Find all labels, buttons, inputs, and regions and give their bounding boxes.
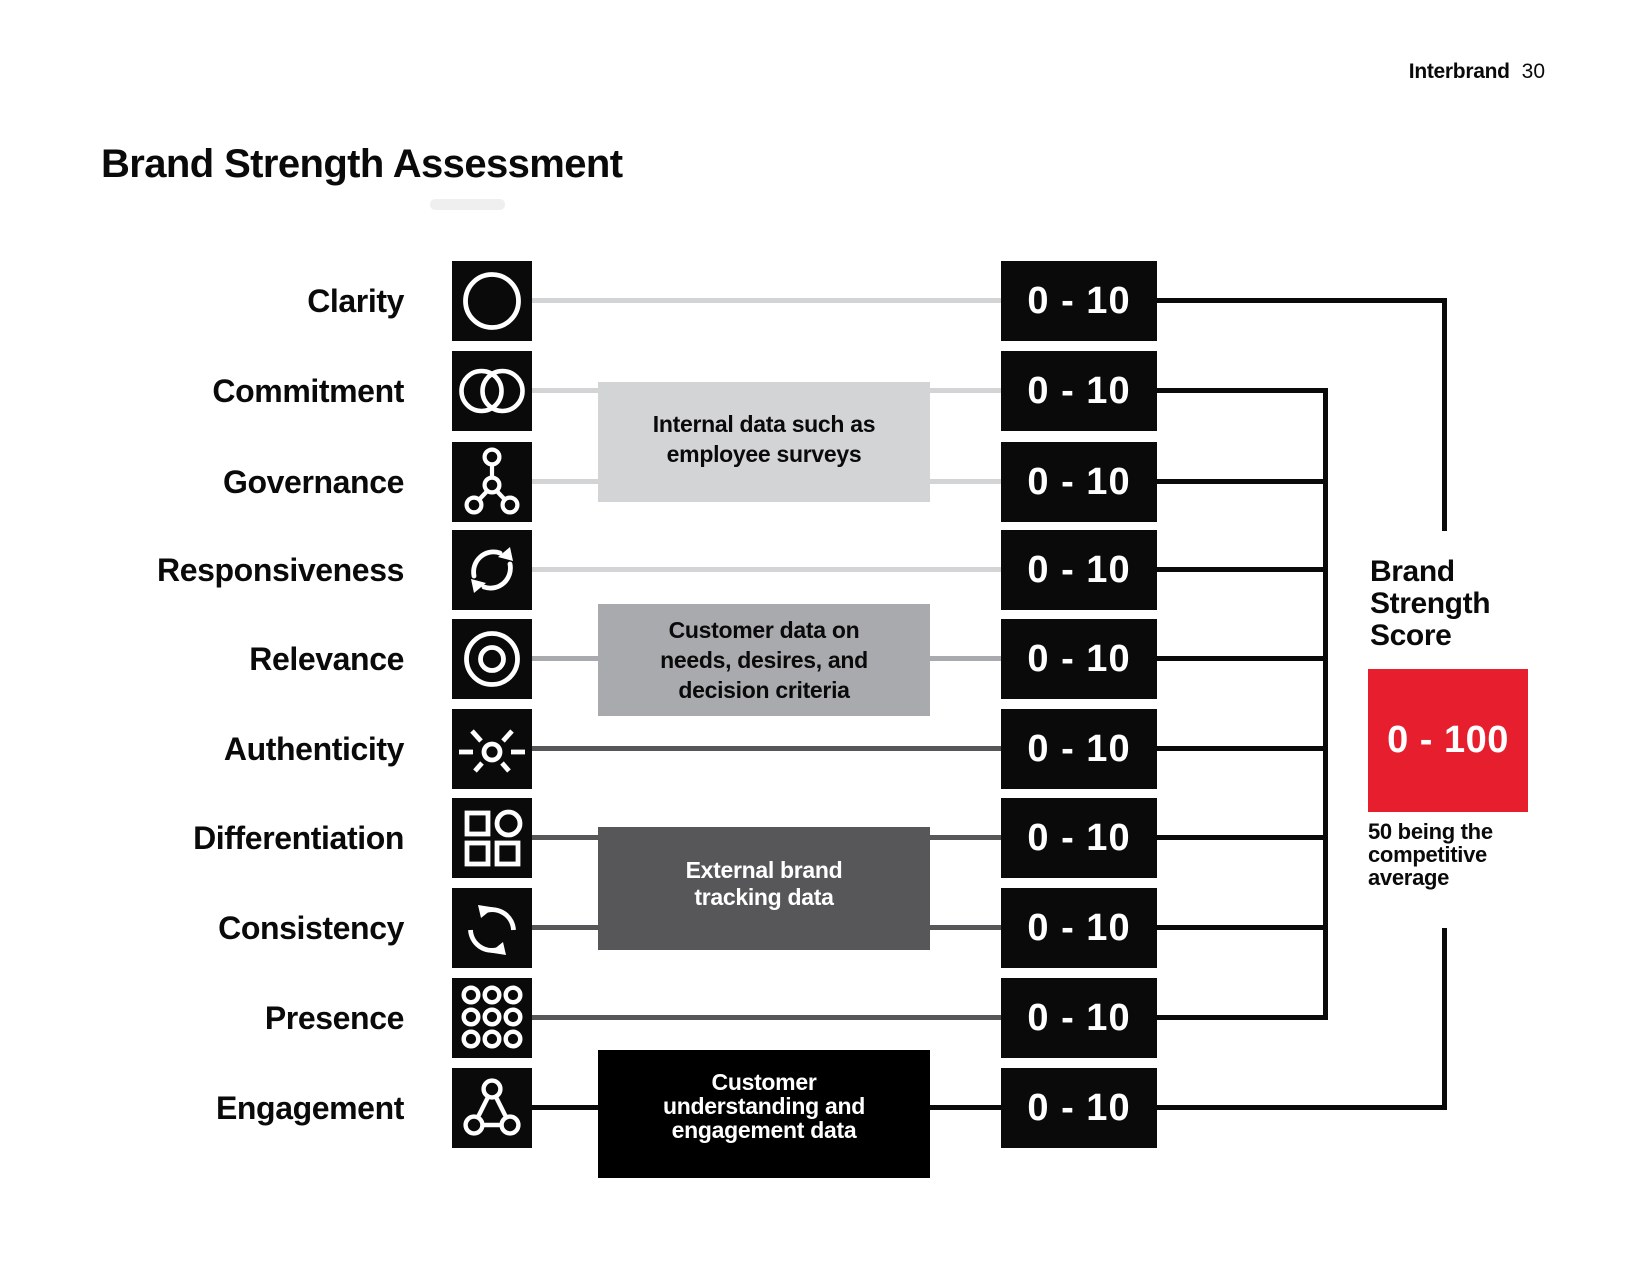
- stub-responsiveness: [1157, 567, 1328, 572]
- icon-tile-responsiveness: [452, 530, 532, 610]
- data-source-external: External brand tracking data: [598, 827, 930, 950]
- overlapping-circles-icon: [459, 368, 525, 414]
- cycle-arrows-icon: [471, 547, 513, 593]
- icon-tile-governance: [452, 442, 532, 522]
- icon-tile-differentiation: [452, 798, 532, 878]
- total-score-range: 0 - 100: [1387, 719, 1509, 761]
- circle-icon: [463, 272, 521, 330]
- row-label-governance: Governance: [223, 464, 404, 500]
- data-source-line: Internal data such as: [652, 411, 876, 437]
- brand-strength-score-title: Brand Strength Score: [1370, 555, 1491, 652]
- score-range: 0 - 10: [1027, 906, 1131, 949]
- score-range: 0 - 10: [1027, 460, 1131, 503]
- score-range: 0 - 10: [1027, 637, 1131, 680]
- connector-responsiveness: [530, 567, 1001, 572]
- score-range: 0 - 10: [1027, 1086, 1131, 1129]
- icon-tile-commitment: [452, 351, 532, 431]
- data-source-line: engagement data: [671, 1117, 857, 1143]
- title-underline-artifact: [430, 199, 505, 210]
- collector-line-bottom-right: [1442, 928, 1447, 1110]
- icon-tile-presence: [452, 978, 532, 1058]
- target-icon: [464, 631, 520, 687]
- data-source-line: understanding and: [663, 1093, 865, 1119]
- stub-commitment: [1157, 388, 1328, 393]
- data-source-line: tracking data: [694, 883, 834, 910]
- stub-governance: [1157, 479, 1328, 484]
- score-box-consistency: 0 - 10: [1001, 888, 1157, 968]
- score-box-governance: 0 - 10: [1001, 442, 1157, 522]
- brand-logo-text: Interbrand: [1408, 60, 1510, 83]
- row-label-differentiation: Differentiation: [193, 820, 404, 856]
- data-source-line: decision criteria: [678, 677, 850, 703]
- shapes-grid-icon: [464, 809, 523, 867]
- row-label-clarity: Clarity: [307, 283, 404, 319]
- data-source-line: needs, desires, and: [660, 647, 868, 673]
- title-line: Brand: [1370, 555, 1455, 588]
- note-line: average: [1368, 865, 1450, 890]
- data-source-customer: Customer data on needs, desires, and dec…: [598, 604, 930, 716]
- score-box-relevance: 0 - 10: [1001, 619, 1157, 699]
- score-box-differentiation: 0 - 10: [1001, 798, 1157, 878]
- stub-presence: [1157, 1015, 1328, 1020]
- data-source-line: Customer data on: [668, 617, 860, 643]
- row-label-relevance: Relevance: [249, 641, 404, 677]
- score-box-commitment: 0 - 10: [1001, 351, 1157, 431]
- row-label-consistency: Consistency: [218, 910, 404, 946]
- collector-line-middle: [1323, 388, 1328, 1020]
- score-box-responsiveness: 0 - 10: [1001, 530, 1157, 610]
- stub-clarity: [1157, 298, 1447, 303]
- icon-tile-consistency: [452, 888, 532, 968]
- score-range: 0 - 10: [1027, 548, 1131, 591]
- score-range: 0 - 10: [1027, 369, 1131, 412]
- title-line: Score: [1370, 619, 1452, 652]
- score-box-authenticity: 0 - 10: [1001, 709, 1157, 789]
- score-range: 0 - 10: [1027, 727, 1131, 770]
- stub-engagement: [1157, 1105, 1447, 1110]
- stub-consistency: [1157, 925, 1328, 930]
- icon-tile-engagement: [452, 1068, 532, 1148]
- competitive-average-note: 50 being the competitive average: [1368, 820, 1493, 889]
- note-line: competitive: [1368, 842, 1487, 867]
- page-header: Interbrand 30: [1409, 60, 1545, 84]
- score-box-engagement: 0 - 10: [1001, 1068, 1157, 1148]
- connector-presence: [530, 1015, 1001, 1020]
- row-label-presence: Presence: [264, 1000, 405, 1036]
- icon-tile-authenticity: [452, 709, 532, 789]
- page-title: Brand Strength Assessment: [101, 142, 623, 186]
- page-number: 30: [1521, 60, 1545, 83]
- collector-line-top-right: [1442, 298, 1447, 531]
- dot-grid-icon: [461, 985, 523, 1049]
- note-line: 50 being the: [1368, 819, 1493, 844]
- score-range: 0 - 10: [1027, 279, 1131, 322]
- data-source-engagement: Customer understanding and engagement da…: [598, 1050, 930, 1178]
- triangle-network-icon: [463, 1078, 521, 1136]
- row-label-commitment: Commitment: [212, 373, 404, 409]
- row-label-engagement: Engagement: [215, 1090, 404, 1126]
- title-line: Strength: [1370, 587, 1491, 620]
- data-source-line: Customer: [711, 1069, 817, 1095]
- score-box-presence: 0 - 10: [1001, 978, 1157, 1058]
- data-source-line: External brand: [685, 856, 843, 883]
- total-score-box: 0 - 100: [1368, 669, 1528, 812]
- connector-clarity: [530, 298, 1001, 303]
- stub-authenticity: [1157, 746, 1328, 751]
- row-label-responsiveness: Responsiveness: [157, 552, 404, 588]
- score-range: 0 - 10: [1027, 996, 1131, 1039]
- icon-tile-clarity: [452, 261, 532, 341]
- stub-relevance: [1157, 656, 1328, 661]
- stub-differentiation: [1157, 835, 1328, 840]
- icon-tile-relevance: [452, 619, 532, 699]
- data-source-internal: Internal data such as employee surveys: [598, 382, 930, 502]
- score-box-clarity: 0 - 10: [1001, 261, 1157, 341]
- data-source-line: employee surveys: [666, 441, 862, 467]
- network-nodes-icon: [464, 447, 520, 515]
- burst-icon: [459, 729, 525, 773]
- row-label-authenticity: Authenticity: [223, 731, 404, 767]
- connector-authenticity: [530, 746, 1001, 751]
- circular-arrows-icon: [468, 905, 516, 955]
- score-range: 0 - 10: [1027, 816, 1131, 859]
